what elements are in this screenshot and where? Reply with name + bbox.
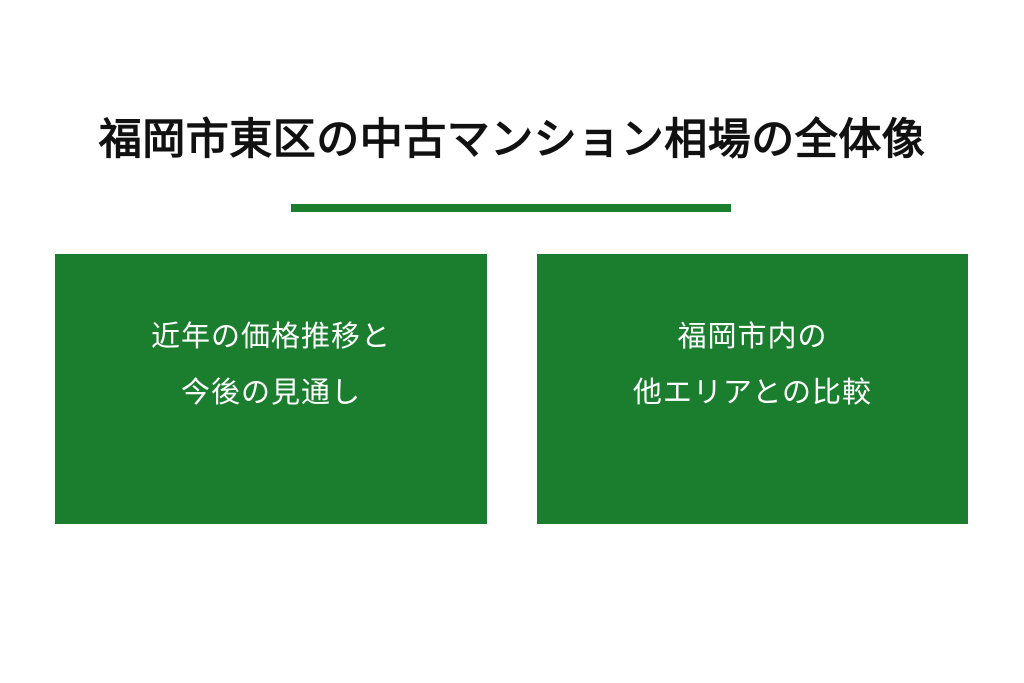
panel-area-comparison: 福岡市内の 他エリアとの比較 [537,254,968,524]
panel-price-trend-line-2: 今後の見通し [180,377,361,409]
panel-price-trend: 近年の価格推移と 今後の見通し [55,254,487,524]
panel-area-comparison-line-2: 他エリアとの比較 [632,377,873,409]
panel-area-comparison-line-1: 福岡市内の [677,321,828,353]
page-title: 福岡市東区の中古マンション相場の全体像 [98,116,926,164]
title-underline-divider [291,204,731,212]
panel-price-trend-line-1: 近年の価格推移と [150,321,391,353]
